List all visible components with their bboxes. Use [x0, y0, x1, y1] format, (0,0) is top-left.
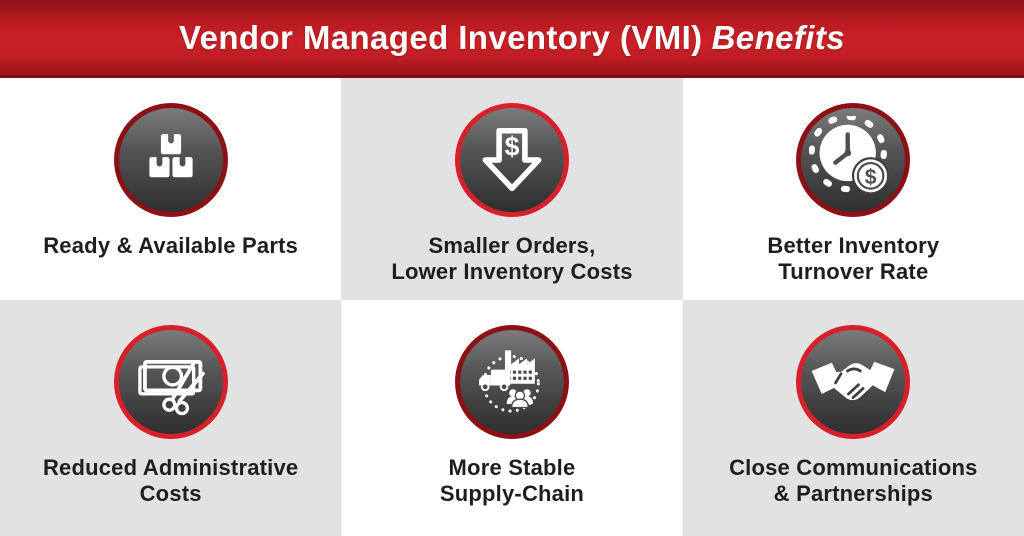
stacked-boxes-glyph: [149, 134, 193, 178]
benefit-card-communications-partnerships: Close Communications& Partnerships: [682, 300, 1024, 536]
handshake-icon: [796, 325, 911, 439]
benefit-label-line: Lower Inventory Costs: [391, 258, 633, 284]
supply-chain-cycle-glyph: [478, 350, 540, 413]
benefit-label-line: Supply-Chain: [439, 480, 585, 506]
benefit-label-line: Ready & Available Parts: [43, 233, 299, 258]
title-emphasis: Benefits: [711, 18, 845, 56]
benefit-label-line: Reduced Administrative: [42, 455, 299, 480]
benefit-label: Smaller Orders,Lower Inventory Costs: [391, 233, 632, 285]
banknote-scissors-icon: [113, 325, 228, 439]
supply-chain-cycle-icon: [454, 325, 569, 439]
benefit-label-line: Smaller Orders,: [428, 233, 596, 258]
arrow-down-dollar-icon: $: [454, 103, 569, 217]
svg-text:$: $: [505, 132, 520, 162]
benefit-label-line: Better Inventory: [767, 233, 940, 258]
benefits-grid: Ready & Available Parts $ Smaller Orders…: [0, 78, 1024, 536]
benefit-label-line: Costs: [139, 480, 202, 506]
benefit-card-ready-available-parts: Ready & Available Parts: [0, 78, 342, 300]
benefit-label-line: Close Communications: [729, 455, 978, 480]
page-title: Vendor Managed Inventory (VMI)Benefits: [179, 19, 845, 57]
benefit-label-line: & Partnerships: [773, 480, 933, 506]
stacked-boxes-icon: [113, 103, 228, 217]
title-banner: Vendor Managed Inventory (VMI)Benefits: [0, 0, 1024, 78]
benefit-label-line: Turnover Rate: [778, 258, 929, 284]
arrow-down-dollar-glyph: $: [482, 127, 542, 192]
clock-dollar-glyph: $: [809, 116, 890, 195]
benefit-label: Ready & Available Parts: [43, 233, 298, 259]
banknote-scissors-glyph: [137, 359, 205, 416]
benefit-card-smaller-orders: $ Smaller Orders,Lower Inventory Costs: [341, 78, 683, 300]
clock-dollar-icon: $: [796, 103, 911, 217]
svg-text:$: $: [865, 166, 877, 189]
benefit-label: Close Communications& Partnerships: [729, 455, 977, 507]
benefit-label-line: More Stable: [448, 455, 576, 480]
handshake-glyph: [811, 361, 895, 402]
title-main: Vendor Managed Inventory (VMI): [179, 18, 703, 56]
